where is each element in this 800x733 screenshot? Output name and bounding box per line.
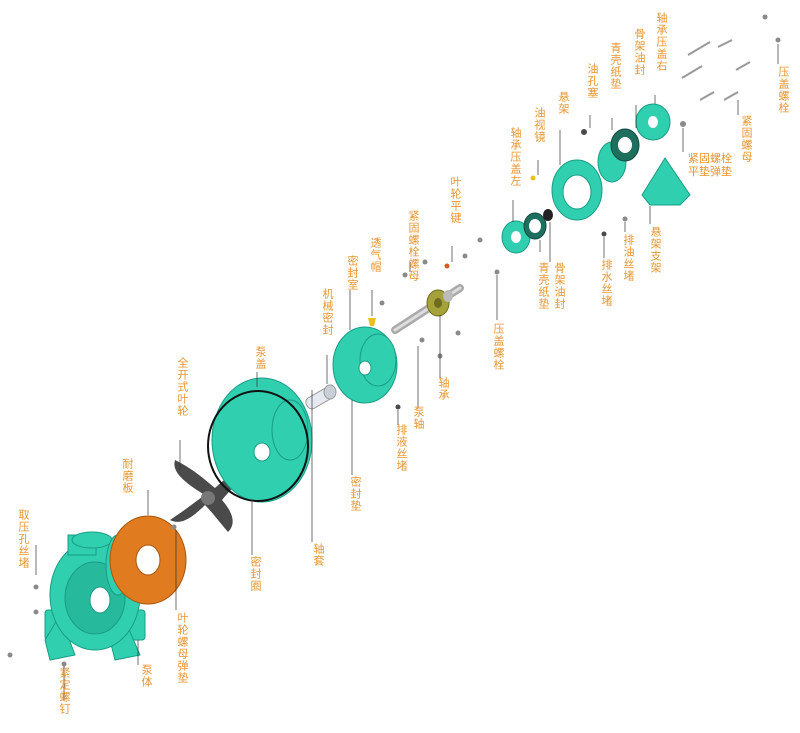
label-drain-plug: 排液丝堵 <box>395 424 408 472</box>
label-oil-sight: 油视镜 <box>533 107 546 143</box>
sleeve-part <box>305 384 337 410</box>
label-pump-shaft: 泵轴 <box>412 406 425 430</box>
bracket-part <box>551 141 627 221</box>
label-frame-seal-right: 骨架油封 <box>633 28 646 76</box>
label-bearing-cover-right: 轴承压盖右 <box>655 12 668 72</box>
label-impeller: 全开式叶轮 <box>176 357 189 417</box>
pump-cover-part <box>207 377 313 503</box>
seal-chamber-part <box>332 326 398 404</box>
label-vent-cap: 透气帽 <box>369 237 382 273</box>
label-bearing-cover-left: 轴承压盖左 <box>509 127 522 187</box>
label-bracket-support: 悬架支架 <box>649 226 662 274</box>
label-set-screw: 紧定螺钉 <box>58 667 71 715</box>
label-pump-cover: 泵盖 <box>254 346 267 370</box>
label-fasten-nut: 紧固螺母 <box>740 115 753 163</box>
bearing-cover-left-part <box>501 209 553 254</box>
pump-shaft-part <box>391 284 464 334</box>
label-water-drain-plug: 排水丝堵 <box>600 259 613 307</box>
label-oil-drain-plug: 排油丝堵 <box>622 234 635 282</box>
bearing-cover-right-part <box>610 103 671 162</box>
label-oil-hole-plug: 油孔塞 <box>586 63 599 99</box>
wear-plate-part <box>109 515 187 605</box>
label-paper-gasket-right: 青壳纸垫 <box>609 42 622 90</box>
label-seal-gasket: 密封垫 <box>349 476 362 512</box>
label-impeller-key: 叶轮平键 <box>449 176 462 224</box>
label-cover-bolt-right: 压盖螺栓 <box>777 66 790 114</box>
label-wear-plate: 耐磨板 <box>121 458 134 494</box>
label-fasten-bolt-nut: 紧固螺栓螺母 <box>407 210 420 282</box>
leader-lines <box>35 44 779 700</box>
label-seal-ring: 密封圈 <box>249 556 262 592</box>
bracket-support-part <box>641 157 691 206</box>
label-pressure-plug: 取压孔丝堵 <box>17 509 30 569</box>
label-bracket: 悬架 <box>557 91 570 115</box>
label-pump-body: 泵体 <box>140 664 153 688</box>
label-bearing: 轴承 <box>437 377 450 401</box>
label-fasten-bolt-washer: 紧固螺栓平垫弹垫 <box>688 152 732 178</box>
label-paper-gasket-left: 青壳纸垫 <box>537 262 550 310</box>
label-mech-seal: 机械密封 <box>321 288 334 336</box>
label-impeller-washer: 叶轮螺母弹垫 <box>176 612 189 684</box>
label-seal-chamber: 密封室 <box>346 255 359 291</box>
hardware-parts <box>7 14 781 667</box>
label-frame-seal-left: 骨架油封 <box>553 262 566 310</box>
label-sleeve: 轴套 <box>312 543 325 567</box>
label-cover-bolt: 压盖螺栓 <box>492 323 505 371</box>
